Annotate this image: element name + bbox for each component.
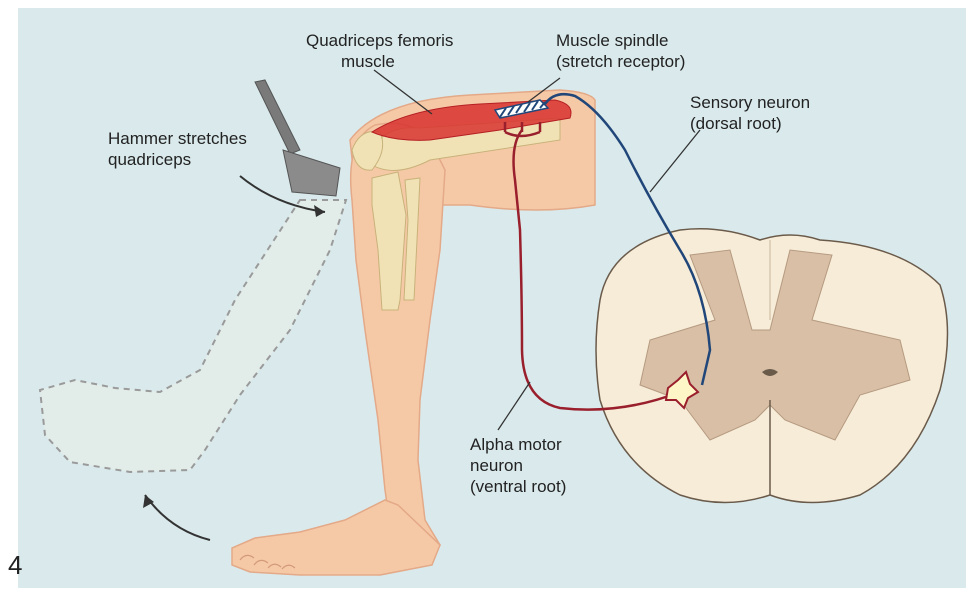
sensory-label-line1: Sensory neuron bbox=[690, 92, 810, 113]
hammer-label: Hammer stretches quadriceps bbox=[108, 128, 247, 170]
quadriceps-label: Quadriceps femoris muscle bbox=[306, 30, 453, 72]
hammer-label-line1: Hammer stretches bbox=[108, 128, 247, 149]
quadriceps-label-line1: Quadriceps femoris bbox=[306, 30, 453, 51]
sensory-label: Sensory neuron (dorsal root) bbox=[690, 92, 810, 134]
spindle-label-line1: Muscle spindle bbox=[556, 30, 685, 51]
motor-label: Alpha motor neuron (ventral root) bbox=[470, 434, 566, 497]
motor-label-line2: neuron bbox=[470, 455, 566, 476]
spinal-cord-section bbox=[596, 229, 948, 503]
sensory-label-line2: (dorsal root) bbox=[690, 113, 810, 134]
motor-label-line3: (ventral root) bbox=[470, 476, 566, 497]
spindle-label: Muscle spindle (stretch receptor) bbox=[556, 30, 685, 72]
spindle-label-line2: (stretch receptor) bbox=[556, 51, 685, 72]
motor-label-line1: Alpha motor bbox=[470, 434, 566, 455]
quadriceps-label-line2: muscle bbox=[306, 51, 453, 72]
slide-number: 4 bbox=[8, 550, 22, 581]
hammer-label-line2: quadriceps bbox=[108, 149, 247, 170]
